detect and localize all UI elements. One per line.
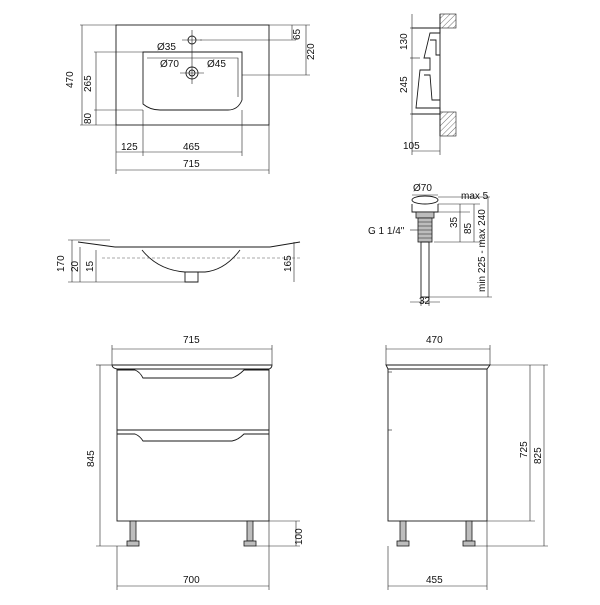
siphon-range-label: min 225 - max 240 — [477, 209, 488, 292]
basin-profile — [412, 27, 441, 115]
mid-h-label: 245 — [399, 76, 410, 93]
overall-width-label: 715 — [183, 159, 200, 170]
offset-b-label: 80 — [83, 112, 94, 124]
left-margin-label: 125 — [121, 142, 138, 153]
drain-stub — [184, 272, 199, 283]
side-h-body-label: 725 — [519, 441, 530, 458]
drain-inner-label: Ø45 — [207, 59, 226, 70]
cabinet-front-view: 715 845 100 700 — [86, 335, 305, 590]
drawer-2-handle — [117, 433, 269, 442]
side-leg-front — [399, 520, 407, 542]
siphon-diameter-label: Ø70 — [413, 183, 432, 194]
right-b-label: 220 — [306, 43, 317, 60]
wall-hatch-top — [439, 13, 457, 29]
tap-hole-label: Ø35 — [157, 42, 176, 53]
side-top-depth-label: 470 — [426, 335, 443, 346]
side-body — [387, 368, 488, 522]
basin-bowl-front — [141, 249, 241, 273]
drain-siphon: Ø70 max 5 35 85 min 225 - max 240 G 1 1/… — [368, 183, 492, 307]
wall-hatch-bottom — [439, 111, 457, 137]
drain-outer-label: Ø70 — [160, 59, 179, 70]
bottom-w-label: 105 — [403, 141, 420, 152]
basin-front-view: 170 20 15 165 — [56, 239, 301, 283]
leg-right — [246, 520, 254, 542]
cab-height-label: 845 — [86, 450, 97, 467]
side-h-total-label: 825 — [533, 447, 544, 464]
right-a-label: 65 — [292, 28, 303, 40]
cabinet-top-basin — [111, 364, 273, 370]
basin-bowl — [142, 51, 243, 111]
side-leg-back — [465, 520, 473, 542]
siphon-pipe-label: 32 — [419, 296, 431, 307]
basin-bowl-inner — [147, 57, 239, 97]
siphon-pipe — [420, 241, 430, 298]
cab-leg-h-label: 100 — [294, 528, 305, 545]
siphon-h2-label: 85 — [463, 222, 474, 234]
front-h-right-label: 165 — [283, 255, 294, 272]
siphon-max-label: max 5 — [461, 191, 489, 202]
basin-top-view: Ø35 Ø70 Ø45 470 265 80 65 220 125 465 71… — [65, 24, 317, 174]
basin-section-view: 130 245 105 — [399, 13, 457, 155]
depth-total-label: 470 — [65, 71, 76, 88]
siphon-h1-label: 35 — [449, 216, 460, 228]
cabinet-body — [116, 368, 270, 522]
front-h-total-label: 170 — [56, 255, 67, 272]
side-top-basin — [385, 364, 491, 370]
siphon-thread-label: G 1 1/4" — [368, 226, 405, 237]
drawer-1-handle — [117, 369, 269, 379]
front-h-rim-label: 20 — [70, 260, 81, 272]
bowl-width-label: 465 — [183, 142, 200, 153]
cab-top-width-label: 715 — [183, 335, 200, 346]
front-h-edge-label: 15 — [85, 260, 96, 272]
offset-a-label: 265 — [83, 75, 94, 92]
cab-bottom-width-label: 700 — [183, 575, 200, 586]
side-bottom-depth-label: 455 — [426, 575, 443, 586]
top-h-label: 130 — [399, 33, 410, 50]
leg-left — [129, 520, 137, 542]
siphon-cap — [411, 195, 439, 205]
cabinet-side-view: 470 725 825 455 — [385, 335, 548, 590]
